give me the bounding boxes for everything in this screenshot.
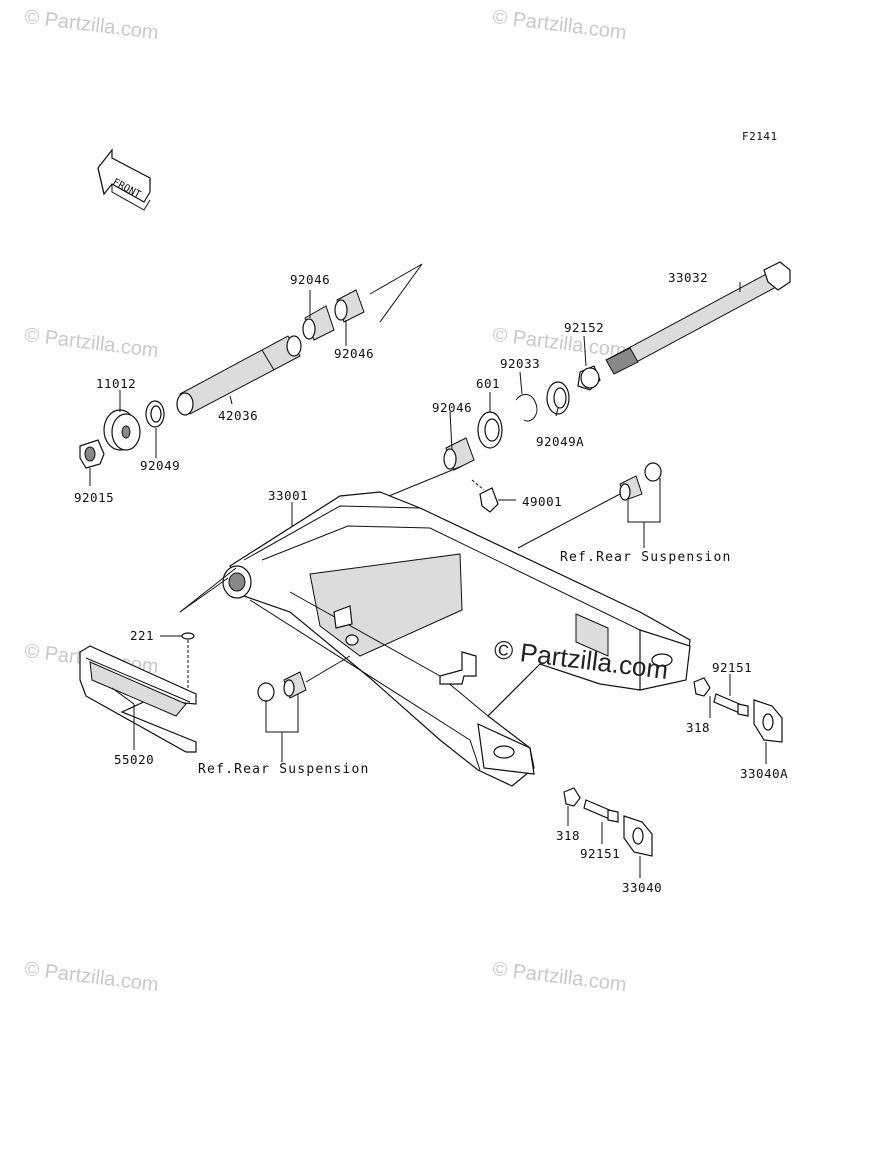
suspension-bearing-left [257,671,307,702]
part-label[interactable]: 92049A [536,434,585,449]
part-label[interactable]: 92015 [74,490,115,505]
part-label[interactable]: 92151 [712,660,753,675]
part-label[interactable]: 42036 [218,408,259,423]
ball-bearing-601 [477,411,503,449]
chain-guide-55020 [79,645,197,753]
part-label[interactable]: 92046 [334,346,375,361]
grease-nipple-49001 [471,479,499,513]
part-label[interactable]: 33040 [622,880,663,895]
oil-seal-92049 [145,400,165,428]
circlip-92033 [515,394,538,422]
oil-seal-92049A [546,381,570,415]
part-label[interactable]: 92046 [290,272,331,287]
part-label[interactable]: 33032 [668,270,709,285]
part-label[interactable]: 33040A [740,766,789,781]
figure-code: F2141 [742,130,778,143]
part-label[interactable]: 601 [476,376,501,391]
part-label[interactable]: 33001 [268,488,309,503]
collar-92152 [577,365,601,391]
part-label[interactable]: 92049 [140,458,181,473]
swingarm-33001 [222,491,691,787]
pivot-axle-33032 [605,261,791,375]
adjuster-block-33040A [753,699,783,743]
nut-318-right [693,677,711,697]
part-label[interactable]: 92151 [580,846,621,861]
ref-rear-suspension-label[interactable]: Ref.Rear Suspension [198,762,370,777]
suspension-bearing-right [619,462,662,501]
part-label[interactable]: 92033 [500,356,541,371]
needle-bearing-lower [443,437,475,471]
part-label[interactable]: 11012 [96,376,137,391]
bolt-92151-right [713,693,749,717]
needle-bearing-top [302,289,365,341]
ref-rear-suspension-label[interactable]: Ref.Rear Suspension [560,550,732,565]
nut-318-left [563,787,581,807]
part-label[interactable]: 92046 [432,400,473,415]
pivot-shaft-sleeve [176,335,302,416]
adjuster-block-33040 [623,815,653,857]
collar-11012 [103,409,141,451]
nut-92015 [79,439,105,469]
bolt-92151-left [583,799,619,823]
leader-lines [89,282,767,878]
front-arrow-icon: FRONT [97,148,151,211]
part-label[interactable]: 318 [556,828,581,843]
part-label[interactable]: 55020 [114,752,155,767]
part-label[interactable]: 318 [686,720,711,735]
part-label[interactable]: 221 [130,628,155,643]
part-label[interactable]: 92152 [564,320,605,335]
screw-221 [160,632,195,688]
part-label[interactable]: 49001 [522,494,563,509]
